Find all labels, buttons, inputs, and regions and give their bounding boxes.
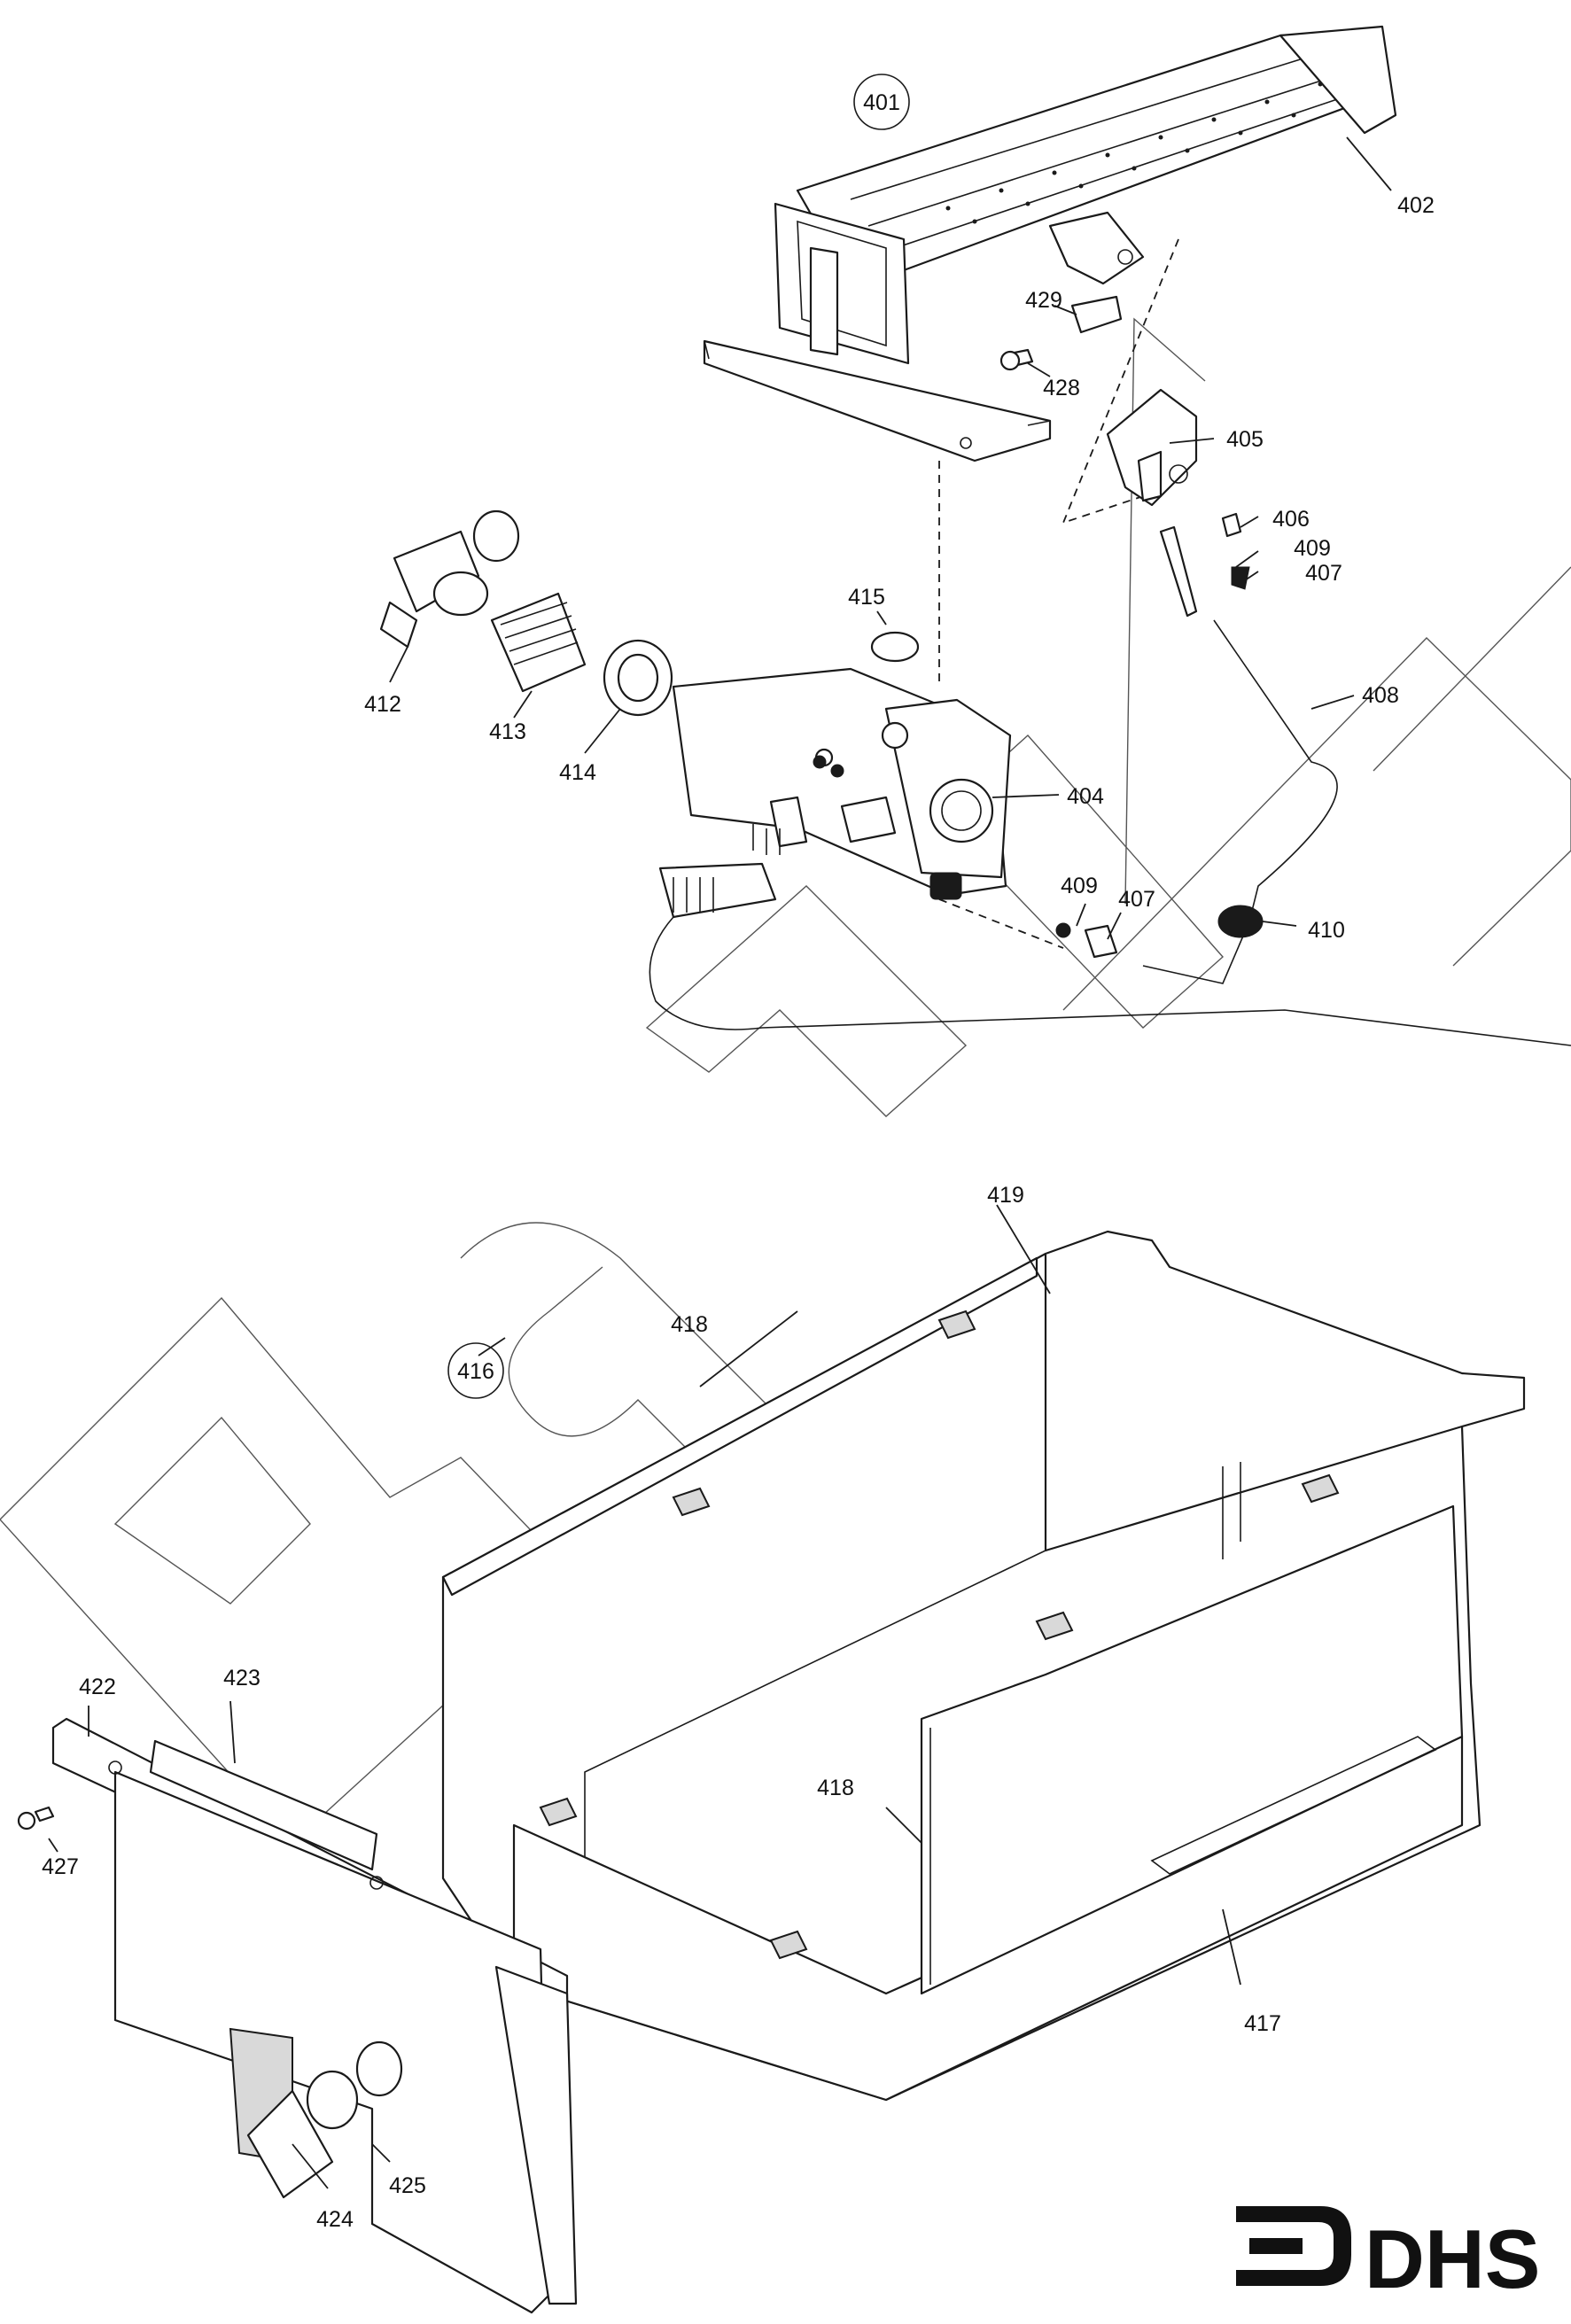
front-plate: [17, 1717, 578, 2314]
callout-422: 422: [79, 1675, 116, 1699]
callout-405: 405: [1226, 427, 1264, 452]
callout-418-lower: 418: [817, 1776, 854, 1800]
leader-lines: [48, 136, 1392, 2189]
ignition-electrode: [1062, 238, 1250, 618]
callout-418-upper: 418: [671, 1312, 708, 1337]
callout-402: 402: [1397, 193, 1435, 218]
callout-408: 408: [1362, 683, 1399, 708]
callout-412: 412: [364, 692, 401, 717]
combustion-chamber: [441, 1230, 1526, 2102]
callout-413: 413: [489, 719, 526, 744]
callout-423: 423: [223, 1666, 261, 1691]
callout-428: 428: [1043, 376, 1080, 400]
callout-417: 417: [1244, 2011, 1281, 2036]
callout-406: 406: [1272, 507, 1310, 532]
callout-labels: 401 402 429 428 405 406 409 407 408 415 …: [42, 90, 1435, 2232]
callout-circle-416: [447, 1342, 504, 1399]
callout-425: 425: [389, 2173, 426, 2198]
callout-414: 414: [559, 760, 596, 785]
gas-valve: [672, 667, 1012, 900]
dhs-logo-text: DHS: [1365, 2212, 1540, 2305]
callout-circle-401: [853, 74, 910, 130]
callout-409-upper: 409: [1294, 536, 1331, 561]
dhs-logo-arrow-icon: [1236, 2206, 1351, 2286]
callout-410: 410: [1308, 918, 1345, 943]
callout-424: 424: [316, 2207, 354, 2232]
callout-429: 429: [1025, 288, 1062, 313]
callout-407-upper: 407: [1305, 561, 1342, 586]
cables: [649, 619, 1571, 1046]
callout-427: 427: [42, 1854, 79, 1879]
burner-assembly: [703, 25, 1397, 462]
pipe-fittings: [379, 461, 940, 717]
callout-415: 415: [848, 585, 885, 610]
callout-407-lower: 407: [1118, 887, 1155, 912]
callout-404: 404: [1067, 784, 1104, 809]
callout-409-lower: 409: [1061, 874, 1098, 898]
callout-416: 416: [457, 1359, 494, 1384]
callout-401: 401: [863, 90, 900, 115]
dhs-logo: DHS: [1236, 2206, 1540, 2305]
callout-419: 419: [987, 1183, 1024, 1208]
